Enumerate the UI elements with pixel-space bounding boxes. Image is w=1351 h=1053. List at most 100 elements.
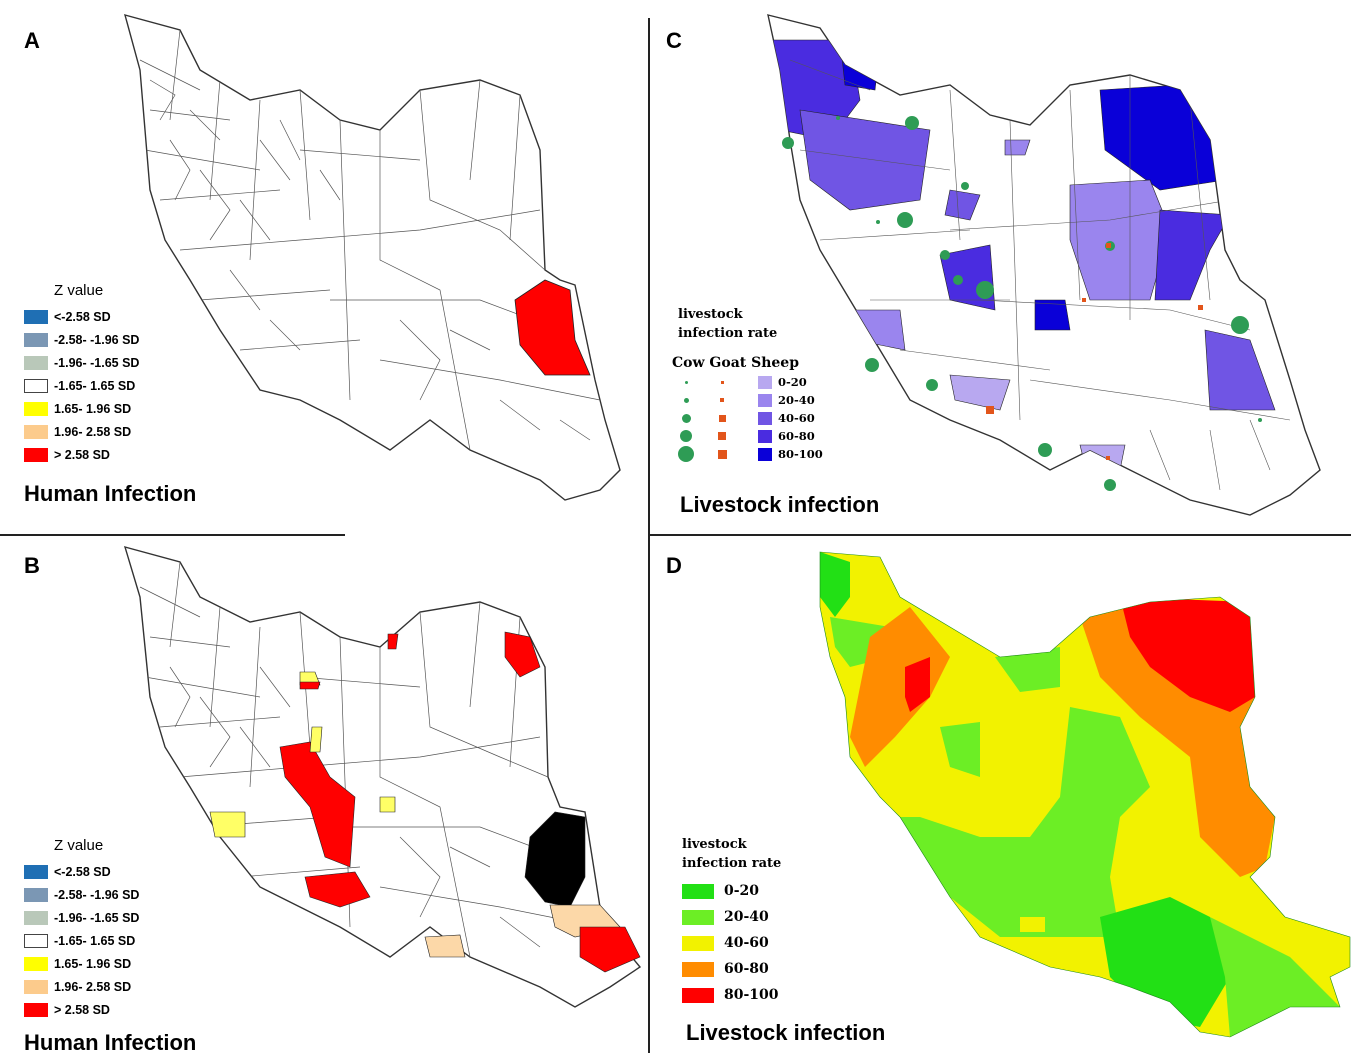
z-legend-swatch <box>24 887 48 902</box>
livestock-d-label: 20-40 <box>724 909 769 925</box>
sheep-rate-swatch <box>758 411 772 425</box>
panel-c: C livestock infection rate Cow Goat Shee… <box>650 0 1351 535</box>
panel-b: B Z value <-2.58 SD -2.58- -1.96 SD -1.96-… <box>0 537 648 1053</box>
cow-marker <box>683 397 689 403</box>
z-legend-label: -1.65- 1.65 SD <box>54 933 136 948</box>
livestock-legend-item: 60-80 <box>672 427 823 445</box>
panel-letter-b: B <box>24 553 40 578</box>
z-legend-b: Z value <-2.58 SD -2.58- -1.96 SD -1.96- -… <box>24 837 139 1021</box>
cow-marker <box>678 446 694 462</box>
goat-marker <box>720 380 724 384</box>
z-legend-item: > 2.58 SD <box>24 998 139 1021</box>
goat-marker <box>717 449 727 459</box>
sheep-rate-swatch <box>758 429 772 443</box>
hotspot-region <box>514 279 591 376</box>
livestock-legend-d-rows: 0-20 20-40 40-60 60-80 80-100 <box>682 878 781 1008</box>
z-legend-item: 1.96- 2.58 SD <box>24 975 139 998</box>
livestock-d-swatch <box>682 909 714 925</box>
horizontal-divider-right <box>648 534 1351 536</box>
z-legend-label: <-2.58 SD <box>54 309 111 324</box>
livestock-legend-label: 0-20 <box>778 375 807 389</box>
z-legend-label: -1.96- -1.65 SD <box>54 910 140 925</box>
z-legend-item: 1.65- 1.96 SD <box>24 397 139 420</box>
cow-marker <box>684 380 688 384</box>
z-legend-swatch <box>24 910 48 925</box>
caption-c: Livestock infection <box>680 492 880 517</box>
livestock-legend-label: 40-60 <box>778 411 815 425</box>
panel-letter-a: A <box>24 28 40 53</box>
z-legend-swatch <box>24 332 48 347</box>
z-legend-label: <-2.58 SD <box>54 864 111 879</box>
z-legend-title: Z value <box>54 282 104 299</box>
goat-marker <box>720 398 724 402</box>
z-legend-item: -2.58- -1.96 SD <box>24 883 139 906</box>
livestock-legend-item: 20-40 <box>672 391 823 409</box>
z-legend-swatch <box>24 309 48 324</box>
livestock-d-legend-item: 80-100 <box>682 982 781 1008</box>
panel-letter-d: D <box>666 553 682 578</box>
livestock-legend-c: livestock infection rate Cow Goat Sheep … <box>672 305 823 463</box>
cow-marker <box>681 413 691 423</box>
z-legend-swatch <box>24 447 48 462</box>
livestock-d-swatch <box>682 961 714 977</box>
livestock-d-swatch <box>682 935 714 951</box>
z-legend-swatch <box>24 933 48 948</box>
z-legend-a: Z value <-2.58 SD-2.58- -1.96 SD-1.96- -… <box>24 282 139 466</box>
caption-d: Livestock infection <box>686 1020 886 1045</box>
z-legend-rows: <-2.58 SD -2.58- -1.96 SD -1.96- -1.65 SD -… <box>24 860 139 1021</box>
horizontal-divider-left <box>0 534 345 536</box>
livestock-legend-label: 60-80 <box>778 429 815 443</box>
map-c <box>767 14 1321 516</box>
livestock-legend-item: 80-100 <box>672 445 823 463</box>
z-legend-title: Z value <box>54 837 104 854</box>
panel-letter-c: C <box>666 28 682 53</box>
z-legend-item: 1.65- 1.96 SD <box>24 952 139 975</box>
map-b <box>123 545 642 1008</box>
z-legend-item: -1.96- -1.65 SD <box>24 351 139 374</box>
livestock-d-legend-item: 20-40 <box>682 904 781 930</box>
z-legend-label: 1.65- 1.96 SD <box>54 956 132 971</box>
z-legend-item: -1.96- -1.65 SD <box>24 906 139 929</box>
z-legend-label: > 2.58 SD <box>54 447 110 462</box>
livestock-d-label: 0-20 <box>724 883 760 899</box>
z-legend-label: -1.65- 1.65 SD <box>54 378 136 393</box>
z-legend-swatch <box>24 424 48 439</box>
z-legend-swatch <box>24 979 48 994</box>
livestock-d-label: 80-100 <box>724 987 779 1003</box>
z-legend-swatch <box>24 401 48 416</box>
goat-marker <box>718 432 726 440</box>
livestock-d-legend-item: 40-60 <box>682 930 781 956</box>
z-legend-item: -1.65- 1.65 SD <box>24 374 139 397</box>
livestock-legend-title-line2: infection rate <box>682 856 782 871</box>
sheep-rate-swatch <box>758 375 772 389</box>
sheep-rate-swatch <box>758 447 772 461</box>
livestock-d-label: 60-80 <box>724 961 769 977</box>
livestock-legend-label: 80-100 <box>778 447 823 461</box>
z-legend-swatch <box>24 1002 48 1017</box>
livestock-legend-title-line1: livestock <box>678 307 743 322</box>
sheep-rate-swatch <box>758 393 772 407</box>
map-d <box>819 551 1351 1038</box>
z-legend-swatch <box>24 864 48 879</box>
livestock-d-swatch <box>682 987 714 1003</box>
z-legend-label: -2.58- -1.96 SD <box>54 887 140 902</box>
goat-marker <box>718 414 726 422</box>
cow-marker <box>680 430 692 442</box>
z-legend-label: 1.65- 1.96 SD <box>54 401 132 416</box>
livestock-legend-rows: 0-20 20-40 40-60 60-80 80-100 <box>672 373 823 463</box>
z-legend-swatch <box>24 355 48 370</box>
z-legend-item: -1.65- 1.65 SD <box>24 929 139 952</box>
livestock-d-label: 40-60 <box>724 935 769 951</box>
caption-a: Human Infection <box>24 481 197 506</box>
z-legend-rows: <-2.58 SD-2.58- -1.96 SD-1.96- -1.65 SD-… <box>24 305 139 466</box>
z-legend-item: 1.96- 2.58 SD <box>24 420 139 443</box>
z-legend-label: 1.96- 2.58 SD <box>54 979 132 994</box>
livestock-d-swatch <box>682 883 714 899</box>
hotspot-regions <box>209 631 641 973</box>
livestock-d-legend-item: 0-20 <box>682 878 781 904</box>
livestock-markers <box>782 116 1262 491</box>
livestock-d-legend-item: 60-80 <box>682 956 781 982</box>
livestock-legend-header: Cow Goat Sheep <box>672 355 800 371</box>
